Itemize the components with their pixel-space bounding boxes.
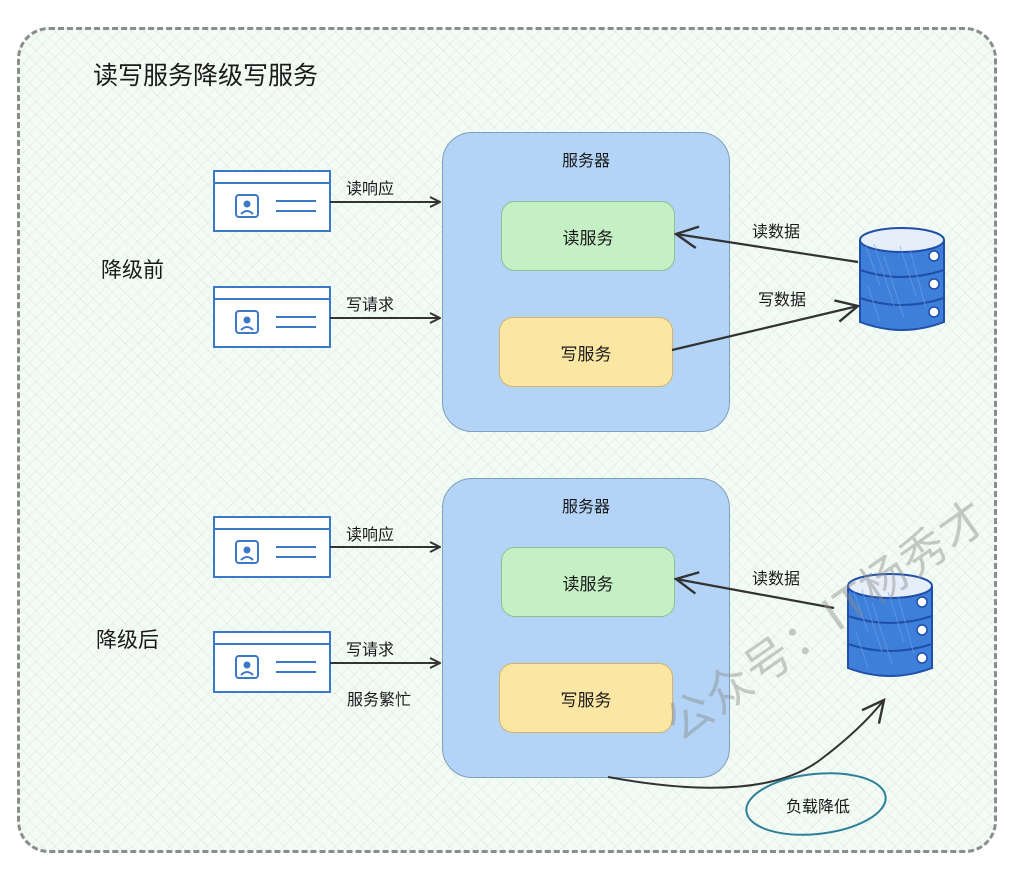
edge-label-service-busy: 服务繁忙 <box>347 690 412 709</box>
server-box-after: 服务器 读服务 写服务 <box>442 478 730 778</box>
client-card-icon <box>213 631 331 693</box>
arrow-db-read-after <box>676 579 835 610</box>
edge-label-db-write: 写数据 <box>758 290 807 309</box>
edge-label-read-response: 读响应 <box>346 179 395 198</box>
server-box-before: 服务器 读服务 写服务 <box>442 132 730 432</box>
read-service-label: 读服务 <box>562 574 614 595</box>
write-service-label: 写服务 <box>560 344 612 365</box>
edge-label-write-request: 写请求 <box>346 295 395 314</box>
server-title: 服务器 <box>561 497 610 516</box>
client-card-icon <box>213 286 331 348</box>
read-service-box: 读服务 <box>501 201 675 271</box>
edge-label-read-response: 读响应 <box>346 525 395 544</box>
server-title: 服务器 <box>561 151 610 170</box>
read-service-label: 读服务 <box>562 228 614 249</box>
database-icon <box>859 227 945 331</box>
arrow-write-db-before <box>671 306 858 352</box>
write-service-label: 写服务 <box>560 690 612 711</box>
arrow-load-reduce <box>607 700 884 789</box>
load-badge-ellipse <box>745 772 887 836</box>
edge-label-write-request: 写请求 <box>346 640 395 659</box>
arrow-db-read-before <box>676 234 859 264</box>
load-badge-label: 负载降低 <box>786 797 851 816</box>
client-card-icon <box>213 170 331 232</box>
read-service-box: 读服务 <box>501 547 675 617</box>
section-label-before: 降级前 <box>101 258 164 282</box>
diagram-title: 读写服务降级写服务 <box>93 61 319 90</box>
client-card-icon <box>213 516 331 578</box>
edge-label-db-read: 读数据 <box>752 222 801 241</box>
write-service-box: 写服务 <box>499 317 673 387</box>
edge-label-db-read: 读数据 <box>752 569 801 588</box>
write-service-box: 写服务 <box>499 663 673 733</box>
section-label-after: 降级后 <box>96 628 159 652</box>
